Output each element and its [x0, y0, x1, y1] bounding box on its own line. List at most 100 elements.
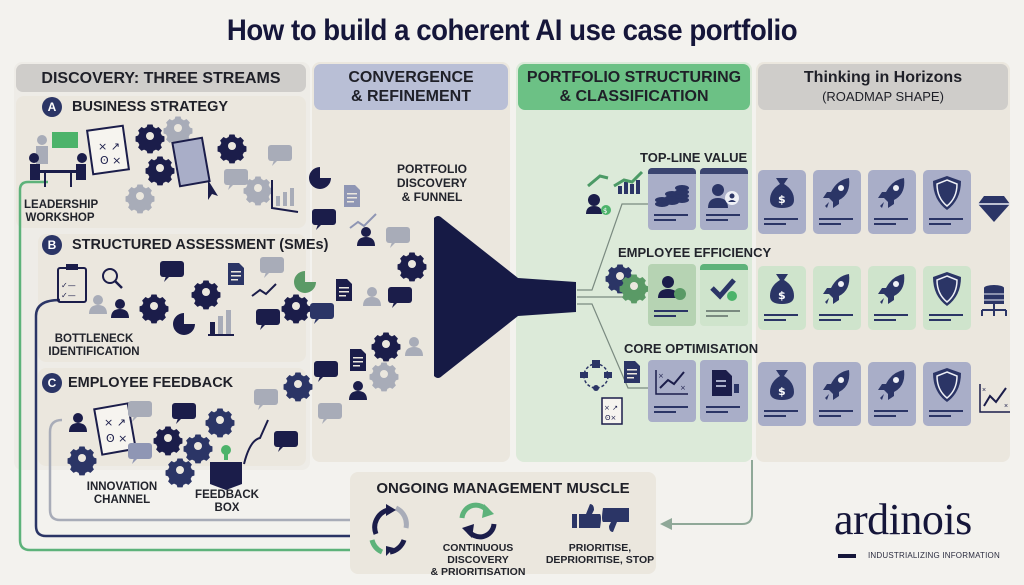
leadership-workshop-icon: [29, 132, 87, 187]
svg-text:ʘ ×: ʘ ×: [106, 432, 127, 445]
leadership-workshop-label: LEADERSHIP WORKSHOP: [24, 199, 99, 225]
card-line: [929, 218, 963, 220]
svg-text:×: ×: [1004, 403, 1008, 410]
rocket-icon: [878, 178, 905, 208]
convergence-header-line2: & REFINEMENT: [351, 88, 471, 105]
svg-text:$: $: [603, 207, 607, 215]
structuring-header-line2: & CLASSIFICATION: [559, 88, 709, 105]
strategy-doc-icon: × ↗ʘ ×: [85, 124, 131, 176]
checkmark-icon: [710, 278, 737, 301]
coins-icon: [655, 185, 689, 207]
horizon-card: [813, 266, 861, 330]
svg-text:ʘ×: ʘ×: [605, 414, 616, 422]
card-line: [764, 218, 798, 220]
card-line: [874, 410, 908, 412]
management-box: [350, 472, 656, 574]
stream-a-badge: A: [42, 97, 62, 117]
rocket-icon: [823, 274, 850, 304]
label-line: PRIORITISE,: [568, 542, 632, 554]
money-bag-icon: $: [770, 178, 794, 208]
horizon-card: [813, 362, 861, 426]
stream-b-title: STRUCTURED ASSESSMENT (SMEs): [72, 237, 329, 253]
category-top-line-value: TOP-LINE VALUE: [640, 150, 748, 165]
prioritise-label: PRIORITISE, DEPRIORITISE, STOP: [544, 542, 656, 566]
convergence-header: CONVERGENCE & REFINEMENT: [314, 64, 508, 110]
shield-icon: [933, 272, 961, 306]
label-line: IDENTIFICATION: [48, 346, 140, 358]
card-efficiency-check: [700, 264, 748, 326]
card-line: [819, 319, 841, 321]
card-line: [764, 415, 786, 417]
stream-b-badge: B: [42, 235, 62, 255]
brand-dash: [838, 554, 856, 558]
magnifier-icon: [102, 268, 123, 289]
innovation-channel-label: INNOVATION CHANNEL: [80, 481, 164, 507]
horizons-header: Thinking in Horizons (ROADMAP SHAPE): [758, 64, 1008, 110]
label-line: BOTTLENECK: [54, 333, 134, 345]
card-line: [819, 314, 853, 316]
structuring-header-line1: PORTFOLIO STRUCTURING: [526, 69, 742, 86]
category-core-optimisation: CORE OPTIMISATION: [624, 341, 759, 356]
trend-chart-icon: ××: [976, 378, 1012, 423]
clipboard-icon: ✓—✓—: [57, 264, 87, 303]
continuous-discovery-label: CONTINUOUS DISCOVERY & PRIORITISATION: [412, 542, 544, 578]
horizon-card: $: [758, 266, 806, 330]
database-network-icon: [976, 282, 1012, 327]
rocket-icon: [823, 370, 850, 400]
stream-b: [38, 234, 306, 362]
brand-tagline: INDUSTRIALIZING INFORMATION: [868, 551, 1000, 560]
person-gear-icon: [658, 276, 686, 300]
stream-c-badge: C: [42, 373, 62, 393]
svg-text:×: ×: [982, 387, 986, 394]
loop-line-green: [18, 180, 385, 552]
structuring-header: PORTFOLIO STRUCTURING & CLASSIFICATION: [518, 64, 750, 110]
horizon-card: $: [758, 362, 806, 426]
growth-chart-icon: [618, 180, 640, 194]
horizons-header-line2: (ROADMAP SHAPE): [822, 89, 944, 104]
strategy-doc-icon-c: × ↗ʘ ×: [93, 402, 137, 456]
card-line: [764, 223, 786, 225]
card-line: [819, 223, 841, 225]
discovery-header: DISCOVERY: THREE STREAMS: [16, 64, 306, 92]
loop-line-navy: [34, 298, 370, 538]
horizon-card: [923, 266, 971, 330]
card-line: [929, 415, 951, 417]
svg-text:×: ×: [680, 384, 686, 392]
horizon-card: [813, 170, 861, 234]
svg-text:$: $: [778, 385, 786, 398]
svg-text:$: $: [778, 289, 786, 302]
loop-line-gray: [48, 418, 372, 522]
shield-icon: [933, 176, 961, 210]
card-line: [819, 410, 853, 412]
brand-logo: ardinois: [834, 495, 972, 544]
horizon-card: [868, 266, 916, 330]
horizon-card: $: [758, 170, 806, 234]
label-line: INNOVATION: [86, 481, 158, 493]
label-line: LEADERSHIP: [24, 199, 99, 211]
card-core-document: [700, 360, 748, 422]
diamond-icon: [976, 186, 1012, 231]
svg-text:✓—: ✓—: [61, 291, 76, 300]
card-line: [929, 410, 963, 412]
cycle-arrows-icon: [369, 504, 409, 556]
money-bag-icon: $: [770, 370, 794, 400]
card-line: [874, 319, 896, 321]
card-top-line-person: [700, 168, 748, 230]
svg-text:× ↗: × ↗: [604, 404, 618, 412]
bars-icon: [208, 310, 234, 336]
card-line: [929, 314, 963, 316]
bottleneck-identification-label: BOTTLENECK IDENTIFICATION: [48, 333, 140, 359]
funnel-label: PORTFOLIO DISCOVERY & FUNNEL: [392, 162, 472, 204]
branch-top: [577, 203, 648, 291]
rocket-icon: [878, 274, 905, 304]
svg-text:×: ×: [658, 372, 664, 380]
label-line: WORKSHOP: [25, 212, 95, 224]
label-line: & PRIORITISATION: [430, 566, 526, 578]
svg-text:× ↗: × ↗: [98, 140, 120, 153]
label-line: & FUNNEL: [401, 190, 463, 204]
card-line: [874, 223, 896, 225]
thumbs-up-icon: [572, 504, 601, 528]
card-top-line-coins: [648, 168, 696, 230]
trend-chart-icon: ××: [655, 370, 688, 395]
